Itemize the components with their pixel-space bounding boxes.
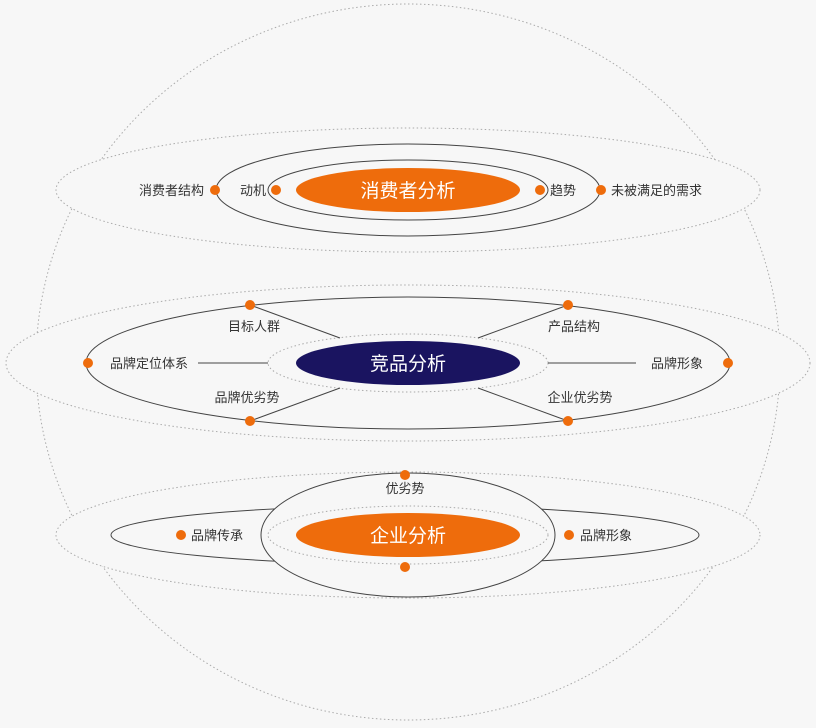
enterprise-dot-top <box>400 470 410 480</box>
competitor-label-left: 品牌定位体系 <box>110 356 188 372</box>
consumer-label-right-outer: 未被满足的需求 <box>611 183 702 199</box>
enterprise-core-label: 企业分析 <box>370 525 446 547</box>
enterprise-label-right: 品牌形象 <box>580 528 632 544</box>
consumer-dot-right-inner <box>535 185 545 195</box>
enterprise-label-left: 品牌传承 <box>191 528 243 544</box>
consumer-dot-left-outer <box>210 185 220 195</box>
competitor-label-top-left: 目标人群 <box>228 320 280 335</box>
competitor-dot-right <box>723 358 733 368</box>
consumer-core <box>296 168 520 212</box>
enterprise-dot-right <box>564 530 574 540</box>
competitor-core <box>296 341 520 385</box>
competitor-label-right: 品牌形象 <box>651 356 703 372</box>
consumer-ring-1 <box>267 159 549 221</box>
enterprise-dot-left <box>176 530 186 540</box>
competitor-spoke-bottom-left <box>249 387 341 422</box>
consumer-label-right-inner: 趋势 <box>550 183 576 199</box>
competitor-label-bottom-right: 企业优劣势 <box>547 390 612 406</box>
competitor-spoke-top-left <box>249 304 341 339</box>
competitor-dot-top-right <box>563 300 573 310</box>
consumer-label-left-inner: 动机 <box>240 184 266 199</box>
enterprise-label-top: 优劣势 <box>385 481 424 497</box>
competitor-spoke-top-right <box>477 304 569 339</box>
consumer-core-label: 消费者分析 <box>360 180 455 202</box>
competitor-dot-left <box>83 358 93 368</box>
competitor-spoke-bottom-right <box>477 387 569 422</box>
consumer-label-left-outer: 消费者结构 <box>139 184 204 199</box>
competitor-core-label: 竞品分析 <box>370 353 446 375</box>
consumer-dot-left-inner <box>271 185 281 195</box>
competitor-label-top-right: 产品结构 <box>548 320 600 335</box>
competitor-dot-top-left <box>245 300 255 310</box>
competitor-label-bottom-left: 品牌优劣势 <box>214 390 279 406</box>
enterprise-core <box>296 513 520 557</box>
consumer-dot-right-outer <box>596 185 606 195</box>
competitor-dot-bottom-left <box>245 416 255 426</box>
competitor-dot-bottom-right <box>563 416 573 426</box>
enterprise-dot-bottom <box>400 562 410 572</box>
